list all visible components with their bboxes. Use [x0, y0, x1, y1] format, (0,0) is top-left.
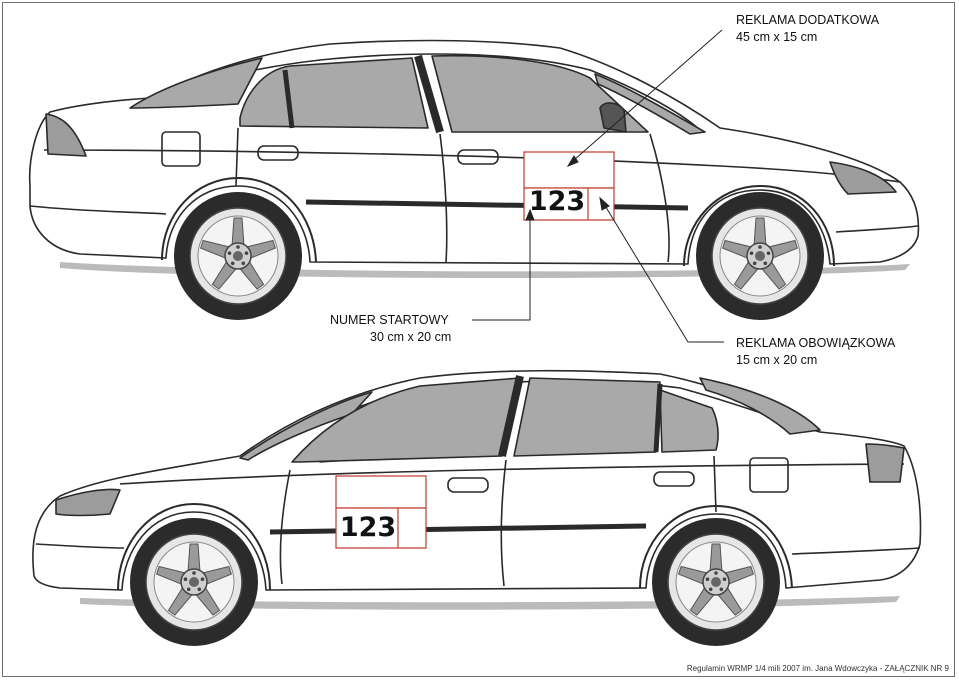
bottom-extra-ad-area	[335, 475, 427, 509]
label-mandatory-ad-title: REKLAMA OBOWIĄZKOWA	[736, 336, 896, 350]
plate-number-top: 123	[528, 186, 586, 217]
car-top	[28, 39, 920, 279]
wheel-rear-top	[173, 191, 303, 321]
car-bottom	[32, 369, 922, 610]
label-start-number-size: 30 cm x 20 cm	[370, 330, 452, 344]
wheel-front-bottom	[129, 517, 259, 647]
bottom-start-number-plate	[335, 507, 427, 549]
label-mandatory-ad-size: 15 cm x 20 cm	[736, 353, 818, 367]
plate-number-bottom: 123	[339, 512, 397, 543]
wheel-front-top	[695, 191, 825, 321]
label-extra-ad-title: REKLAMA DODATKOWA	[736, 13, 880, 27]
label-start-number-title: NUMER STARTOWY	[330, 313, 449, 327]
top-extra-ad-area	[523, 151, 615, 189]
leader-lines	[472, 29, 724, 343]
footer-caption: Regulamin WRMP 1/4 mili 2007 im. Jana Wd…	[686, 664, 949, 673]
top-start-number-plate	[523, 187, 615, 221]
wheel-rear-bottom	[651, 517, 781, 647]
label-extra-ad-size: 45 cm x 15 cm	[736, 30, 818, 44]
